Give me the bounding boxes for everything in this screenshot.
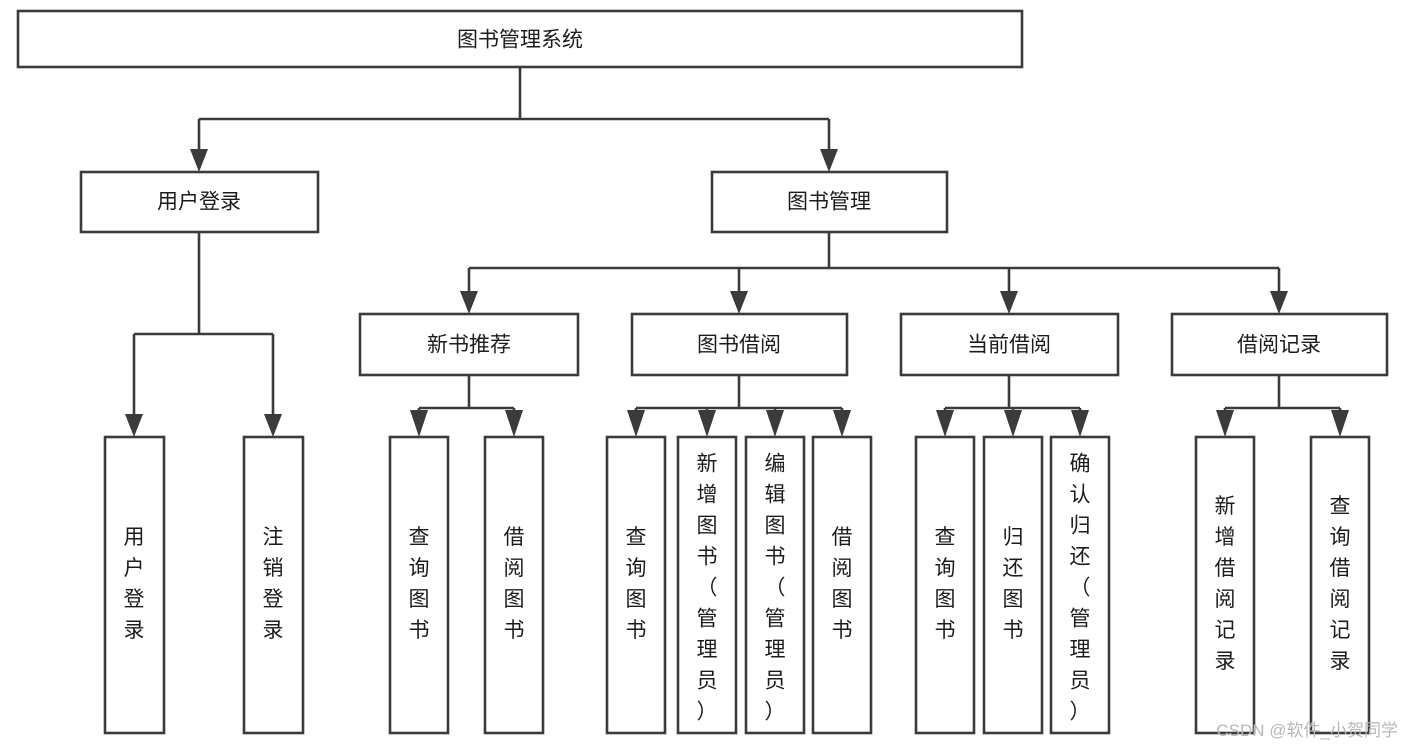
node-borrow-record-box[interactable] [1170,312,1389,377]
node-leaf-add-book-admin-label: 新增图书（管理员） [697,453,718,724]
connector-group-root-to-level2 [190,67,838,172]
connector-group-new-book-recommend-children [410,375,523,437]
arrowhead-leaf-borrow-book-1 [505,410,523,437]
node-leaf-query-book-1-box[interactable] [388,435,450,735]
node-leaf-return-book[interactable]: 归还图书 [982,435,1044,735]
node-leaf-query-book-2-box[interactable] [605,435,667,735]
node-book-management-box[interactable] [710,170,949,234]
node-leaf-borrow-book-1-label: 借阅图书 [504,526,525,642]
node-leaf-add-book-admin-box[interactable] [676,435,738,735]
node-new-book-recommend-label: 新书推荐 [427,334,511,357]
arrowhead-leaf-query-book-3 [936,410,954,437]
node-book-borrow[interactable]: 图书借阅 [630,312,849,377]
node-leaf-query-book-2[interactable]: 查询图书 [605,435,667,735]
arrowhead-current-borrow [1000,291,1018,314]
node-book-borrow-label: 图书借阅 [697,334,781,357]
node-leaf-return-book-label: 归还图书 [1003,526,1024,642]
node-leaf-return-book-box[interactable] [982,435,1044,735]
arrowhead-leaf-confirm-return-admin [1071,410,1089,437]
arrowhead-borrow-record [1270,291,1288,314]
connector-group-user-login-children [125,232,282,437]
connector-group-borrow-record-children [1216,375,1349,437]
node-leaf-add-borrow-record-label: 新增借阅记录 [1215,495,1236,673]
arrowhead-user-login [190,149,208,172]
node-root-label: 图书管理系统 [457,29,583,52]
node-leaf-add-book-admin[interactable]: 新增图书（管理员） [676,435,738,735]
node-leaf-borrow-book-1[interactable]: 借阅图书 [483,435,545,735]
arrowhead-leaf-add-borrow-record [1216,410,1234,437]
node-book-borrow-box[interactable] [630,312,849,377]
arrowhead-book-borrow [730,291,748,314]
node-leaf-confirm-return-admin-label: 确认归还（管理员） [1070,453,1091,724]
node-user-login-box[interactable] [79,170,320,234]
node-current-borrow[interactable]: 当前借阅 [899,312,1120,377]
node-leaf-user-login[interactable]: 用户登录 [103,435,166,735]
arrowhead-leaf-return-book [1004,410,1022,437]
arrowhead-leaf-query-borrow-record [1331,410,1349,437]
arrowhead-leaf-edit-book-admin [766,410,784,437]
node-user-login[interactable]: 用户登录 [79,170,320,234]
node-leaf-edit-book-admin-box[interactable] [744,435,806,735]
node-leaf-query-borrow-record-box[interactable] [1309,435,1371,735]
node-leaf-add-borrow-record[interactable]: 新增借阅记录 [1194,435,1256,735]
node-leaf-borrow-book-2-label: 借阅图书 [832,526,853,642]
csdn-watermark: CSDN @软件_小贺同学 [1216,721,1398,740]
node-leaf-borrow-book-1-box[interactable] [483,435,545,735]
node-book-management[interactable]: 图书管理 [710,170,949,234]
node-leaf-confirm-return-admin[interactable]: 确认归还（管理员） [1049,435,1111,735]
arrowhead-book-management [820,149,838,172]
node-current-borrow-label: 当前借阅 [967,334,1051,357]
node-leaf-query-book-3[interactable]: 查询图书 [914,435,976,735]
node-leaf-user-login-box[interactable] [103,435,166,735]
node-leaf-borrow-book-2[interactable]: 借阅图书 [811,435,873,735]
arrowhead-leaf-logout-login [264,414,282,437]
node-leaf-logout-login[interactable]: 注销登录 [242,435,305,735]
node-leaf-add-borrow-record-box[interactable] [1194,435,1256,735]
node-leaf-borrow-book-2-box[interactable] [811,435,873,735]
node-user-login-label: 用户登录 [157,191,241,214]
node-current-borrow-box[interactable] [899,312,1120,377]
connector-group-book-management-children [460,232,1288,314]
arrowhead-leaf-add-book-admin [698,410,716,437]
node-leaf-edit-book-admin[interactable]: 编辑图书（管理员） [744,435,806,735]
node-book-management-label: 图书管理 [787,191,871,214]
node-leaf-query-borrow-record[interactable]: 查询借阅记录 [1309,435,1371,735]
arrowhead-leaf-borrow-book-2 [833,410,851,437]
node-leaf-confirm-return-admin-box[interactable] [1049,435,1111,735]
node-new-book-recommend[interactable]: 新书推荐 [358,312,580,377]
node-borrow-record-label: 借阅记录 [1237,334,1321,357]
arrowhead-leaf-query-book-1 [410,410,428,437]
node-leaf-edit-book-admin-label: 编辑图书（管理员） [765,453,786,724]
node-leaf-query-book-1-label: 查询图书 [409,526,430,642]
node-leaf-query-book-3-label: 查询图书 [935,526,956,642]
arrowhead-leaf-user-login [125,414,143,437]
node-new-book-recommend-box[interactable] [358,312,580,377]
node-borrow-record[interactable]: 借阅记录 [1170,312,1389,377]
arrowhead-leaf-query-book-2 [627,410,645,437]
node-leaf-logout-login-box[interactable] [242,435,305,735]
connector-group-current-borrow-children [936,375,1089,437]
node-leaf-query-book-3-box[interactable] [914,435,976,735]
node-root[interactable]: 图书管理系统 [16,9,1024,69]
node-root-box[interactable] [16,9,1024,69]
connector-group-book-borrow-children [627,375,851,437]
node-leaf-logout-login-label: 注销登录 [263,526,284,642]
node-leaf-query-borrow-record-label: 查询借阅记录 [1330,495,1351,673]
arrowhead-new-book-recommend [460,291,478,314]
node-leaf-user-login-label: 用户登录 [124,526,145,642]
node-leaf-query-book-2-label: 查询图书 [626,526,647,642]
node-leaf-query-book-1[interactable]: 查询图书 [388,435,450,735]
